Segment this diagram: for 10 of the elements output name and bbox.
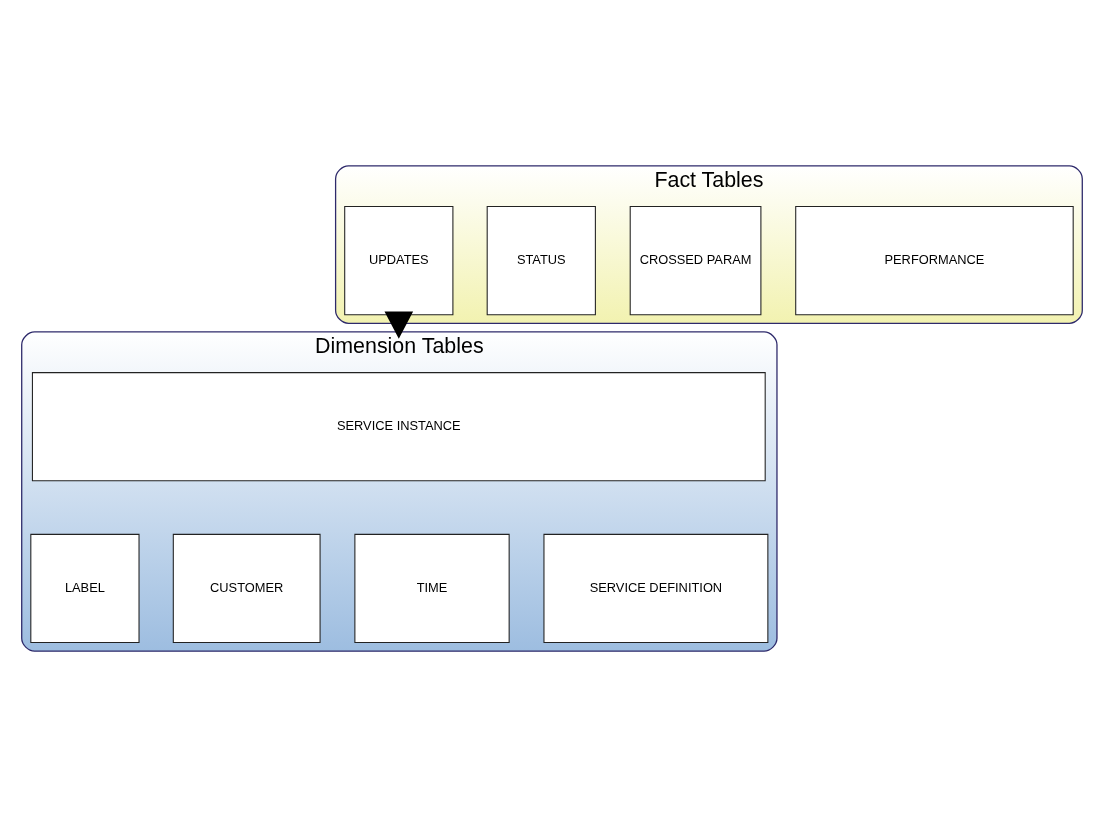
node-box: CUSTOMER [172, 533, 321, 644]
node-box: TIME [354, 533, 510, 644]
node-box: STATUS [486, 206, 596, 316]
node-box: SERVICE INSTANCE [31, 372, 766, 482]
node-box: UPDATES [344, 206, 454, 316]
node-box: SERVICE DEFINITION [543, 533, 769, 644]
node-box: PERFORMANCE [795, 206, 1074, 316]
node-box: LABEL [30, 533, 140, 644]
node-box: CROSSED PARAM [629, 206, 762, 316]
arrow [384, 311, 414, 339]
